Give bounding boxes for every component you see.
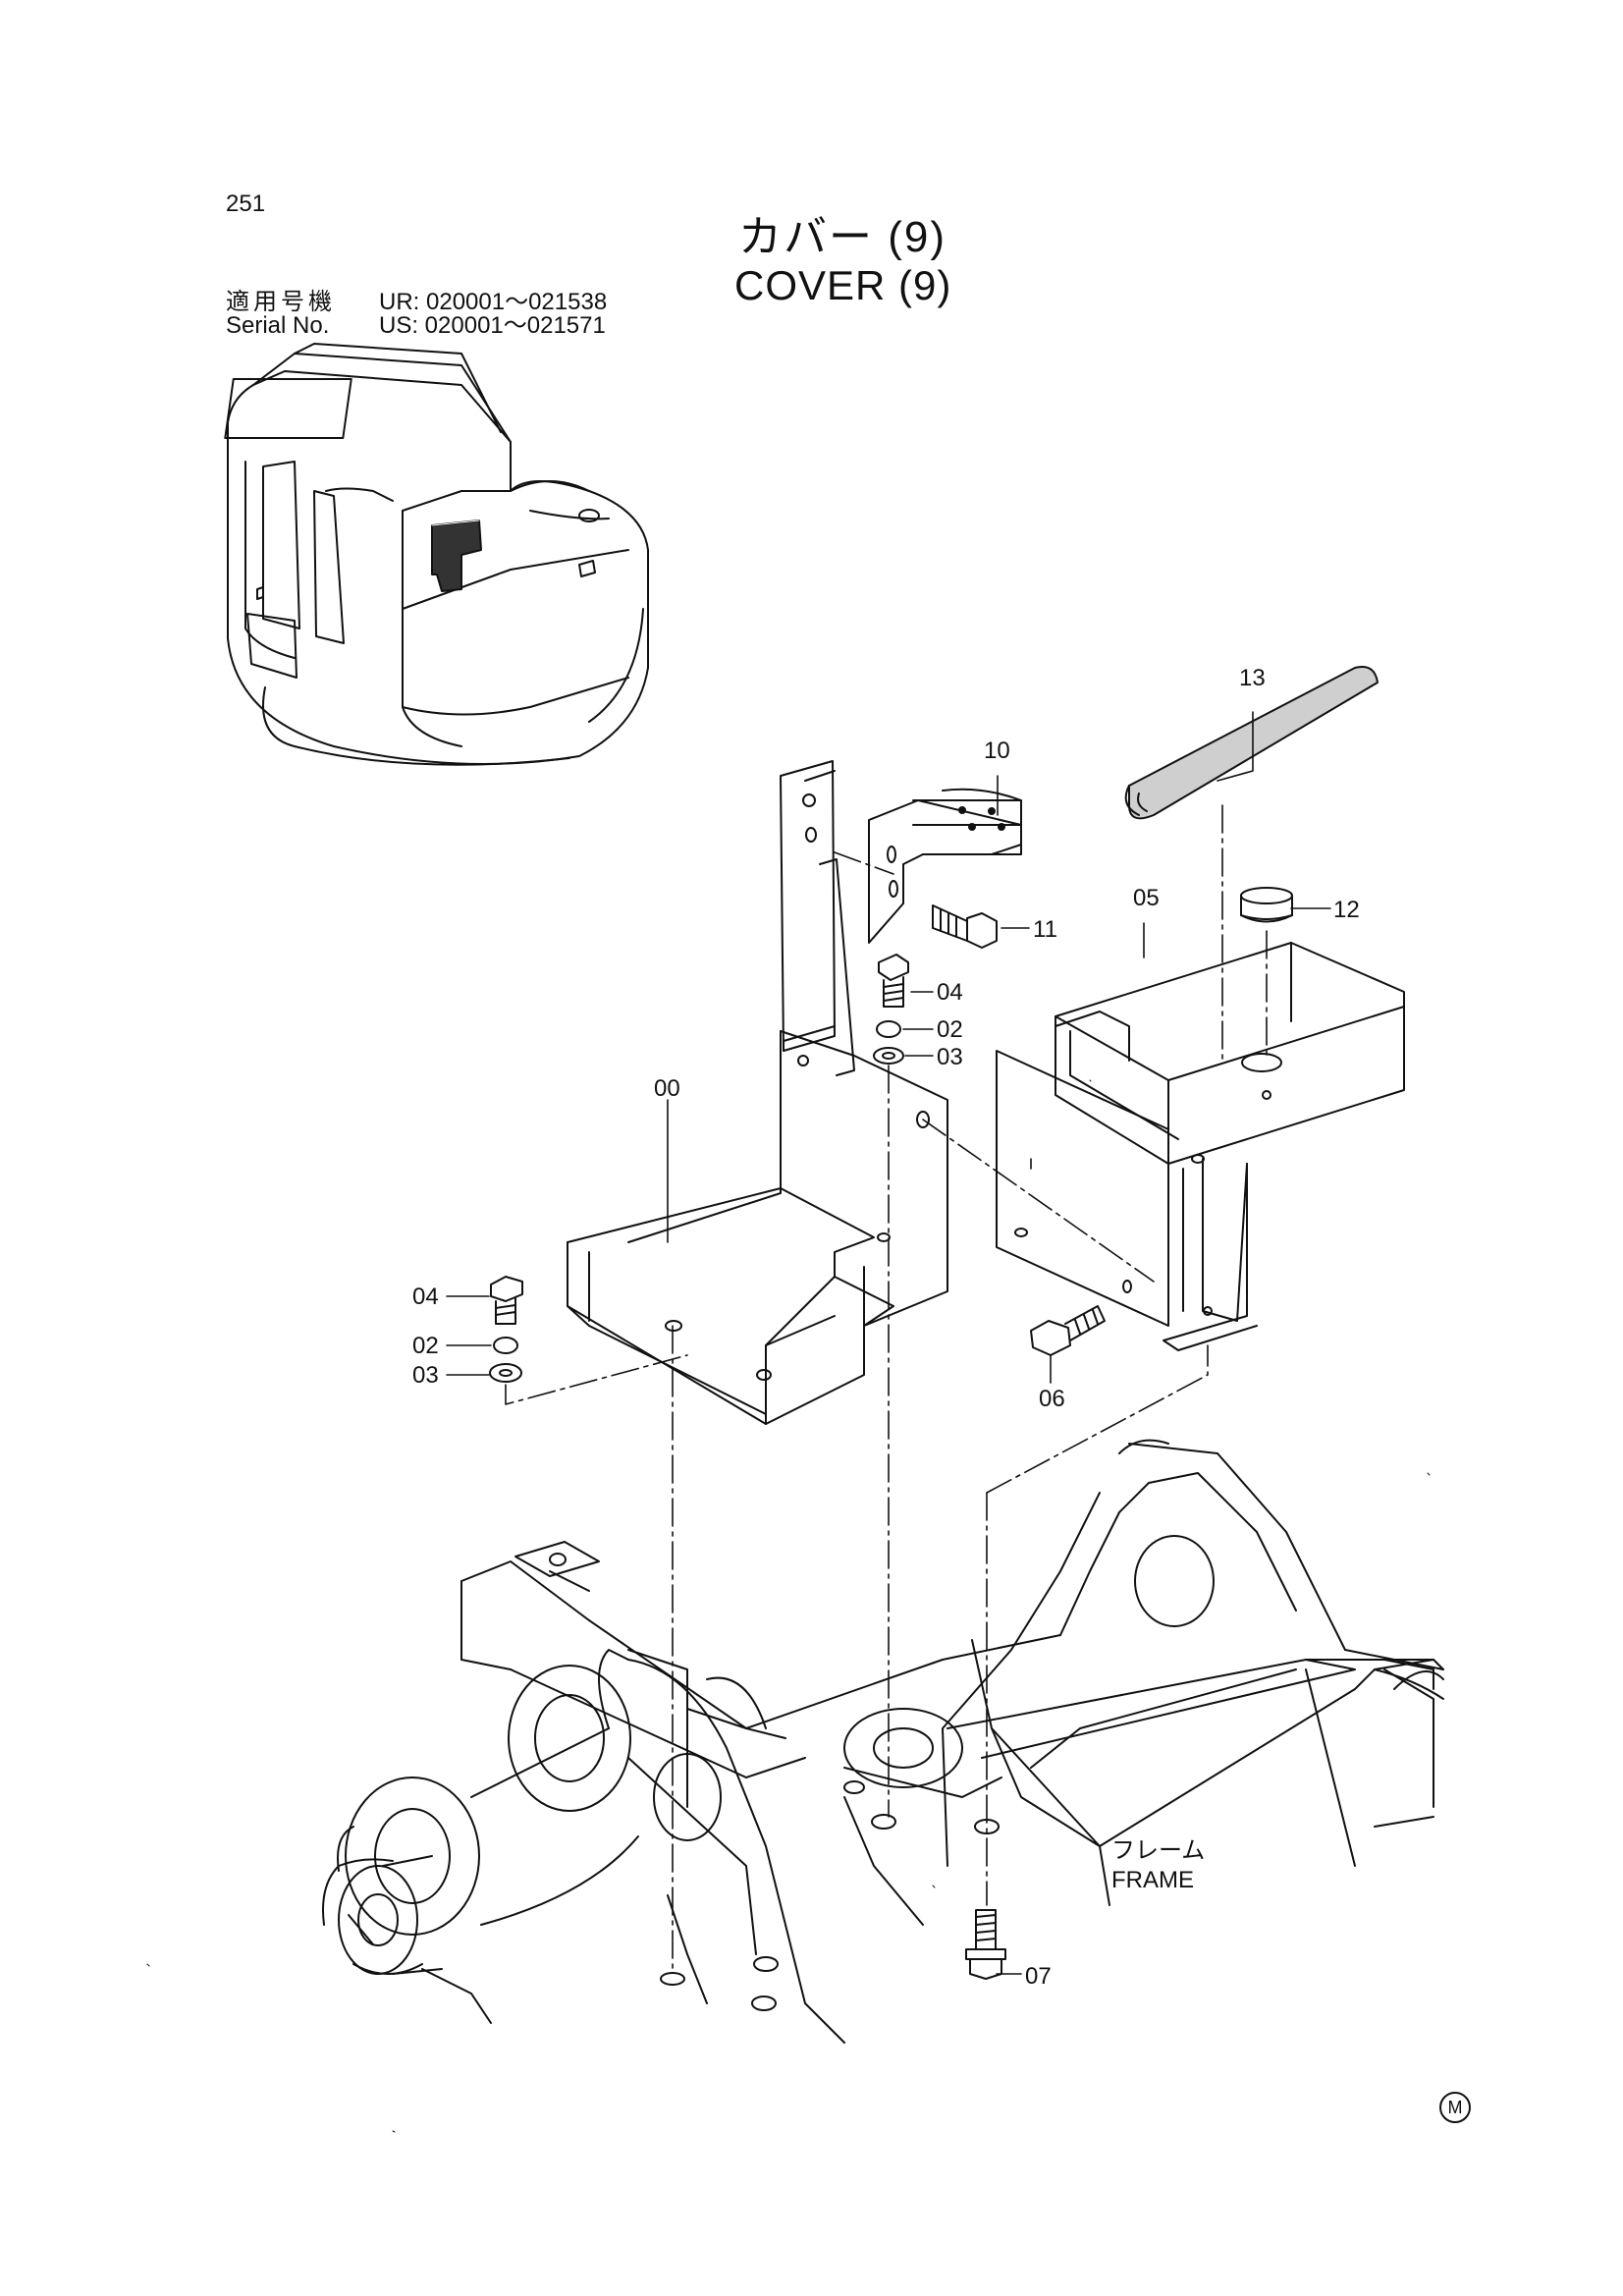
leader-lines	[446, 711, 1331, 1975]
machine-overview	[224, 343, 649, 766]
serial-label-japanese: 適用号機	[226, 289, 336, 315]
spring-washer-02-lower	[493, 1337, 518, 1354]
page-title-japanese: カバー (9)	[738, 213, 947, 261]
serial-range-us: US: 020001～021571	[379, 312, 606, 339]
callout-07: 07	[1025, 1963, 1052, 1990]
bolt-04-upper	[878, 954, 909, 1008]
bracket-plate	[780, 760, 855, 1076]
callout-06: 06	[1039, 1386, 1065, 1412]
callout-05: 05	[1133, 885, 1160, 911]
serial-range-ur: UR: 020001～021538	[379, 289, 608, 315]
page-title-english: COVER (9)	[734, 262, 952, 308]
washer-03-lower	[489, 1363, 522, 1383]
spring-washer-02-upper	[876, 1020, 901, 1038]
frame	[322, 1439, 1444, 2044]
washer-03-upper	[873, 1047, 904, 1065]
bolt-06	[1030, 1305, 1106, 1356]
callout-11: 11	[1033, 916, 1057, 943]
callout-00: 00	[654, 1075, 680, 1102]
frame-label-japanese: フレーム	[1111, 1837, 1205, 1864]
plug	[1240, 887, 1293, 923]
m-mark: M	[1439, 2092, 1471, 2123]
callout-02-lower: 02	[412, 1333, 439, 1359]
bolt-11	[932, 904, 998, 949]
callout-12: 12	[1333, 897, 1360, 923]
callout-10: 10	[984, 738, 1010, 764]
callout-04-lower: 04	[412, 1284, 439, 1310]
cover-box-right	[996, 942, 1405, 1351]
callout-03-upper: 03	[937, 1044, 963, 1070]
callout-13: 13	[1239, 665, 1266, 691]
callout-03-lower: 03	[412, 1362, 439, 1389]
stray-marks	[146, 1079, 1431, 2133]
bolt-07	[965, 1909, 1006, 1980]
bolt-04-lower	[490, 1276, 523, 1325]
serial-label-english: Serial No.	[226, 312, 330, 339]
page-number: 251	[226, 191, 266, 217]
callout-02-upper: 02	[937, 1016, 963, 1043]
cover-box-left	[567, 1030, 948, 1425]
callout-labels: 10 13 05 12 11 04 02 03 00 04 02 03 06 0…	[412, 665, 1360, 1990]
assembly-centerlines	[505, 804, 1268, 1975]
callout-04-upper: 04	[937, 979, 963, 1006]
hinge-bracket	[868, 788, 1022, 944]
frame-label-english: FRAME	[1111, 1867, 1194, 1893]
